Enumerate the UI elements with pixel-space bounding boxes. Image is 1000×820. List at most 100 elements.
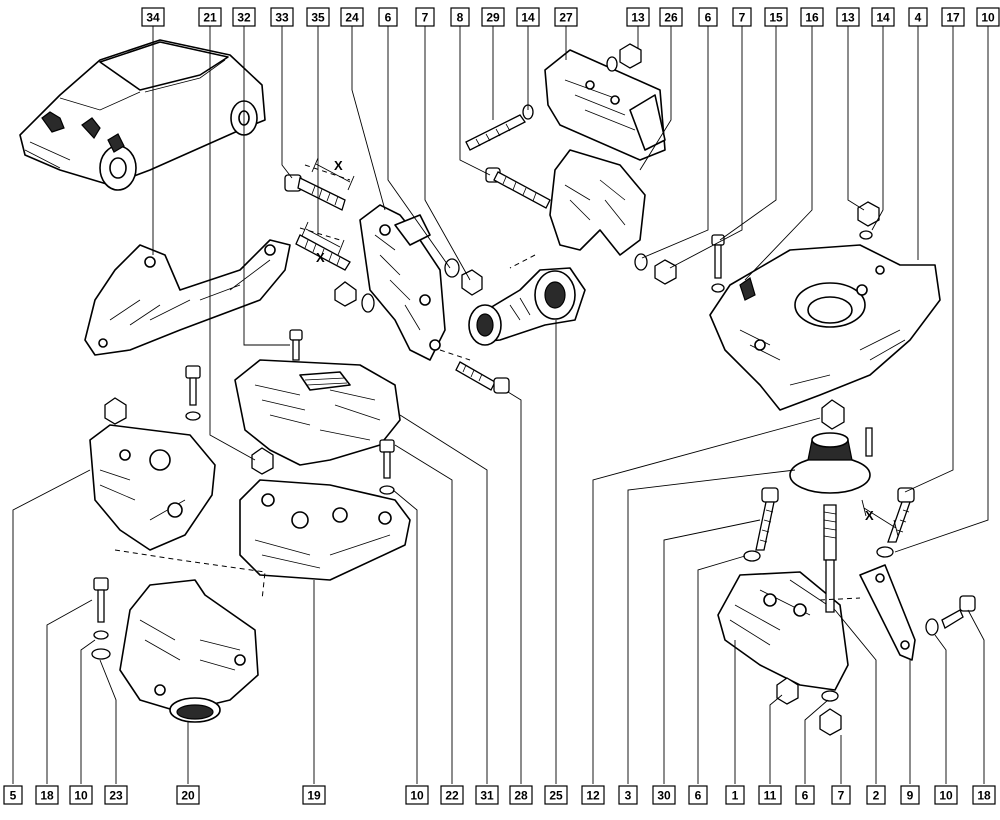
- top-callout-11: 27: [554, 7, 578, 27]
- bottom-callout-17: 6: [795, 785, 815, 805]
- bottom-callout-label: 12: [586, 789, 600, 803]
- top-callout-3: 33: [270, 7, 294, 27]
- mount-5: [89, 365, 266, 601]
- bottom-callout-21: 10: [934, 785, 958, 805]
- bottom-callout-1: 18: [35, 785, 59, 805]
- bottom-callout-box: [440, 785, 464, 805]
- top-callout-label: 32: [237, 11, 251, 25]
- top-callout-label: 24: [345, 11, 359, 25]
- leader-lines-bottom: [12, 320, 985, 784]
- bottom-callout-label: 6: [802, 789, 809, 803]
- top-callout-box: [698, 7, 718, 27]
- nut-washer-set-left: [444, 258, 483, 296]
- top-callout-label: 35: [311, 11, 325, 25]
- bracket-24-group: [284, 164, 446, 361]
- bottom-callout-3: 23: [104, 785, 128, 805]
- mount-4: [709, 201, 941, 411]
- top-callout-box: [270, 7, 294, 27]
- top-callout-box: [198, 7, 222, 27]
- top-callout-label: 15: [769, 11, 783, 25]
- top-callout-label: 6: [385, 11, 392, 25]
- bottom-callout-box: [176, 785, 200, 805]
- top-callout-label: 13: [631, 11, 645, 25]
- bottom-callout-box: [725, 785, 745, 805]
- long-bracket-34: [84, 239, 291, 356]
- bottom-callout-6: 10: [405, 785, 429, 805]
- top-callout-box: [976, 7, 1000, 27]
- top-callout-box: [378, 7, 398, 27]
- bottom-callout-label: 10: [410, 789, 424, 803]
- dimension-x-1: X: [334, 158, 343, 173]
- bottom-callout-14: 6: [688, 785, 708, 805]
- top-callout-box: [481, 7, 505, 27]
- top-callout-17: 16: [800, 7, 824, 27]
- top-callout-box: [659, 7, 683, 27]
- top-callout-19: 14: [871, 7, 895, 27]
- top-callout-18: 13: [836, 7, 860, 27]
- dimension-x-3: X: [865, 508, 874, 523]
- leader-lines: [152, 26, 989, 553]
- top-callout-12: 13: [626, 7, 650, 27]
- bottom-callout-box: [544, 785, 568, 805]
- bottom-callout-label: 25: [549, 789, 563, 803]
- bottom-callout-box: [758, 785, 782, 805]
- mount-1: [717, 487, 861, 736]
- bottom-callout-box: [934, 785, 958, 805]
- dimension-x-2: X: [316, 250, 325, 265]
- top-callout-10: 14: [516, 7, 540, 27]
- top-callout-box: [836, 7, 860, 27]
- top-callout-7: 7: [415, 7, 435, 27]
- top-callout-8: 8: [450, 7, 470, 27]
- mount-cover-31: [234, 329, 401, 466]
- top-callout-14: 6: [698, 7, 718, 27]
- top-callout-15: 7: [732, 7, 752, 27]
- bottom-callout-label: 20: [181, 789, 195, 803]
- bottom-callout-label: 10: [74, 789, 88, 803]
- top-callout-box: [941, 7, 965, 27]
- top-callout-label: 14: [521, 11, 535, 25]
- bottom-callout-9: 28: [509, 785, 533, 805]
- bottom-callout-box: [618, 785, 638, 805]
- top-callout-box: [908, 7, 928, 27]
- top-callout-label: 7: [422, 11, 429, 25]
- rubber-mount-3: [789, 399, 873, 494]
- bottom-callout-box: [69, 785, 93, 805]
- top-callout-label: 8: [457, 11, 464, 25]
- top-callout-label: 26: [664, 11, 678, 25]
- bottom-callout-4: 20: [176, 785, 200, 805]
- bottom-callout-box: [405, 785, 429, 805]
- bolt-28: [439, 349, 510, 394]
- top-callout-22: 10: [976, 7, 1000, 27]
- top-callout-box: [516, 7, 540, 27]
- top-callout-box: [450, 7, 470, 27]
- top-callout-label: 34: [146, 11, 160, 25]
- top-callout-box: [554, 7, 578, 27]
- bottom-callout-10: 25: [544, 785, 568, 805]
- top-callout-label: 10: [981, 11, 995, 25]
- dimension-marks: X X X: [301, 157, 899, 537]
- top-callout-box: [732, 7, 752, 27]
- bottom-callout-label: 19: [307, 789, 321, 803]
- car-illustration: [19, 39, 266, 191]
- bottom-callout-box: [795, 785, 815, 805]
- top-callout-6: 6: [378, 7, 398, 27]
- torque-rod-25: [468, 267, 586, 346]
- bottom-callout-22: 18: [972, 785, 996, 805]
- bottom-callout-box: [3, 785, 23, 805]
- top-callout-label: 33: [275, 11, 289, 25]
- bottom-callout-13: 30: [652, 785, 676, 805]
- bottom-callout-16: 11: [758, 785, 782, 805]
- top-callout-5: 24: [340, 7, 364, 27]
- top-callout-box: [626, 7, 650, 27]
- bottom-callout-20: 9: [900, 785, 920, 805]
- top-callout-4: 35: [306, 7, 330, 27]
- top-callout-label: 14: [876, 11, 890, 25]
- bottom-callout-box: [688, 785, 708, 805]
- top-callout-20: 4: [908, 7, 928, 27]
- bottom-callout-label: 18: [977, 789, 991, 803]
- bottom-callout-12: 3: [618, 785, 638, 805]
- top-callout-box: [232, 7, 256, 27]
- top-callout-label: 6: [705, 11, 712, 25]
